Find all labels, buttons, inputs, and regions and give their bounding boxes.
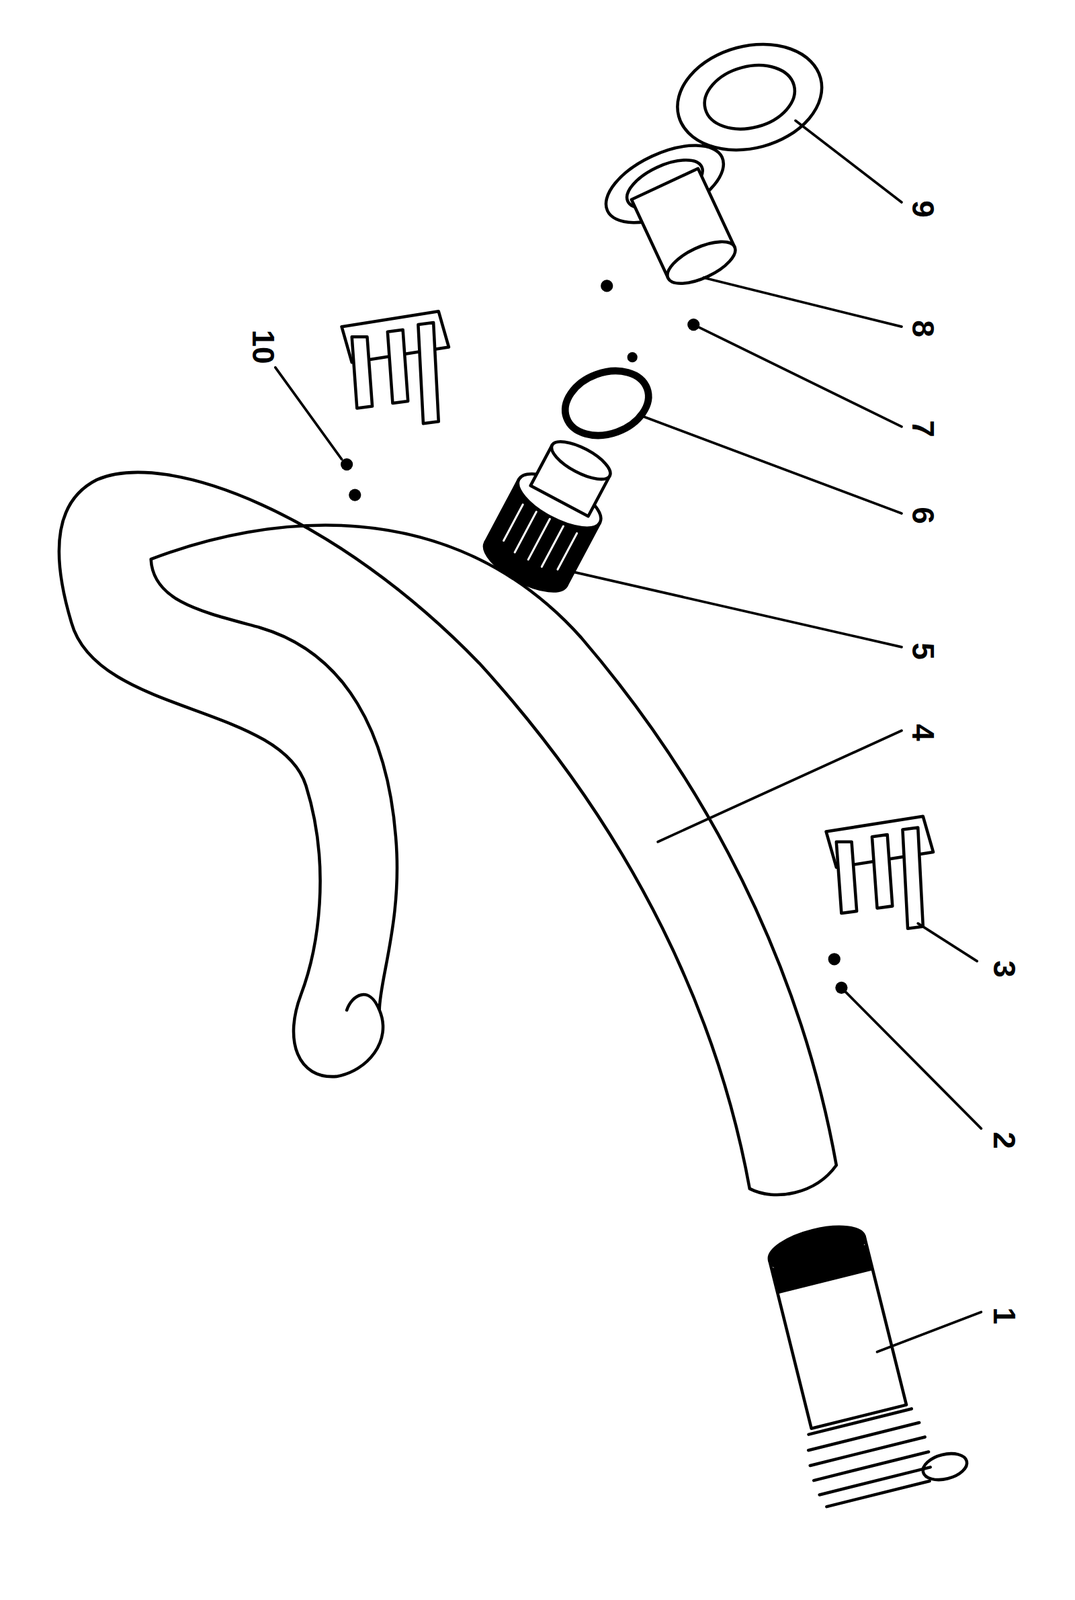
callout-number: 8 <box>907 319 939 338</box>
callout-number: 7 <box>907 419 939 438</box>
callout-number: 4 <box>907 723 939 742</box>
callout-number: 9 <box>907 200 939 218</box>
callout-number: 6 <box>907 506 939 525</box>
callout-number: 2 <box>989 1131 1020 1149</box>
leader-lines <box>275 120 981 1352</box>
o-ring <box>556 359 658 447</box>
clip <box>826 816 934 929</box>
hose <box>59 472 837 1195</box>
callout-number: 3 <box>989 960 1020 978</box>
flange-fitting <box>594 129 766 304</box>
knurled-nut <box>477 427 628 602</box>
callout-number: 10 <box>247 329 279 365</box>
clip <box>341 311 449 424</box>
screws <box>340 279 848 994</box>
flange-plate <box>665 28 834 166</box>
callout-number: 1 <box>989 1306 1020 1325</box>
callout-number: 5 <box>907 642 939 660</box>
tube-connector <box>755 1207 970 1510</box>
